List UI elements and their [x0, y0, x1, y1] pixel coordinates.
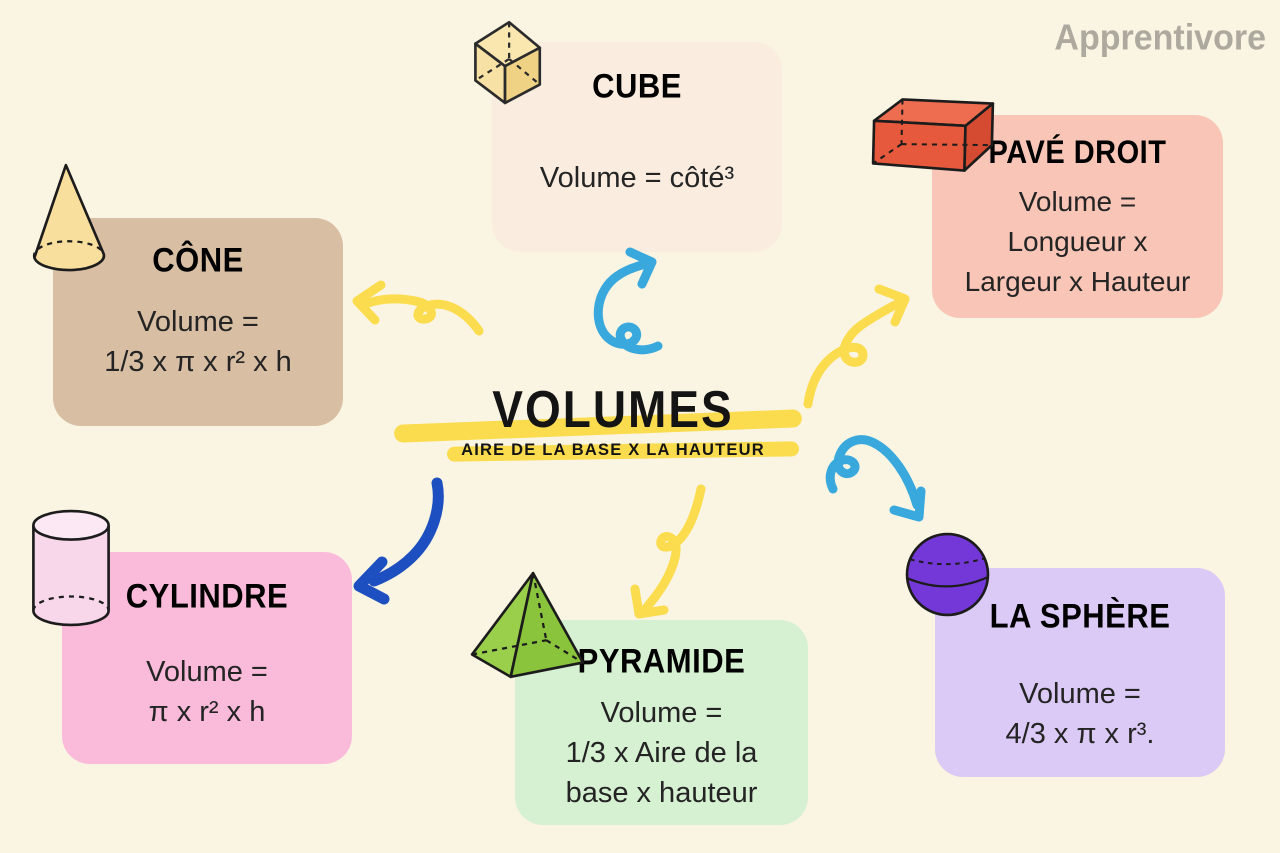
card-cube-formula: Volume = côté³ — [539, 162, 735, 194]
cube-icon — [474, 20, 542, 105]
pyramid-icon — [470, 571, 585, 679]
card-pave-droit-formula-line: Largeur x Hauteur — [964, 266, 1191, 297]
cylinder-icon — [32, 509, 110, 627]
card-pyramide-title: PYRAMIDE — [577, 641, 746, 681]
card-cube-title: CUBE — [592, 66, 682, 106]
card-pave-droit: PAVÉ DROIT Volume = Longueur x Largeur x… — [932, 115, 1223, 318]
card-sphere-formula-line: Volume = — [1019, 678, 1141, 710]
arrow-to-pyramide — [630, 484, 706, 619]
page-title: VOLUMES — [492, 380, 734, 439]
card-cone-title: CÔNE — [152, 240, 244, 280]
card-cylindre-formula-line: Volume = — [146, 656, 268, 688]
page-subtitle: AIRE DE LA BASE X LA HAUTEUR — [461, 441, 765, 459]
card-pyramide-formula-line: 1/3 x Aire de la — [565, 737, 758, 769]
card-sphere-title: LA SPHÈRE — [989, 596, 1171, 636]
arrow-to-cone — [352, 280, 484, 336]
card-sphere: LA SPHÈRE Volume = 4/3 x π x r³. — [935, 568, 1225, 777]
card-pave-droit-title: PAVÉ DROIT — [988, 135, 1167, 171]
arrow-to-cylindre — [353, 477, 444, 605]
card-cone-formula-line: 1/3 x π x r² x h — [104, 346, 292, 378]
apprentivore-logo: Apprentivore — [1054, 18, 1266, 58]
sphere-icon — [905, 532, 990, 617]
card-pyramide-formula-line: Volume = — [600, 697, 723, 729]
card-cylindre-title: CYLINDRE — [125, 576, 289, 616]
card-pave-droit-formula-line: Volume = — [1018, 186, 1137, 217]
arrow-to-sphere — [825, 435, 926, 522]
arrow-to-pave-droit — [803, 284, 910, 409]
cuboid-icon — [871, 98, 995, 172]
card-pyramide-formula-line: base x hauteur — [565, 777, 758, 809]
card-cylindre: CYLINDRE Volume = π x r² x h — [62, 552, 352, 764]
arrow-to-cube — [593, 247, 663, 355]
cone-icon — [32, 163, 106, 272]
card-cone-formula-line: Volume = — [137, 306, 259, 338]
card-sphere-formula-line: 4/3 x π x r³. — [1005, 718, 1155, 750]
card-pave-droit-formula-line: Longueur x — [1007, 226, 1148, 257]
card-cylindre-formula-line: π x r² x h — [148, 696, 266, 728]
